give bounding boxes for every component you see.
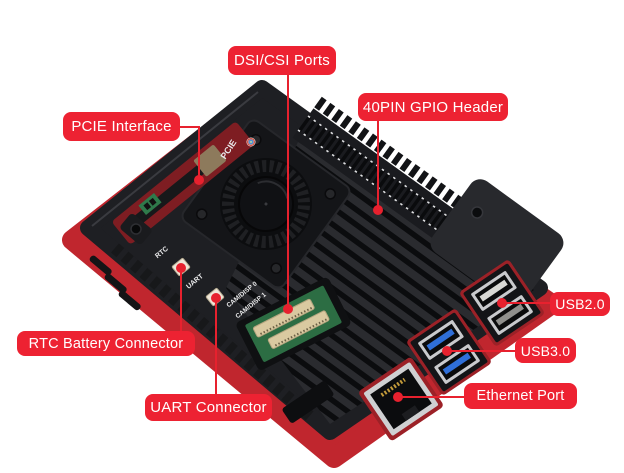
usb3-target-dot [442,346,452,356]
side-vent-slots [89,255,141,311]
usb3-callout: USB3.0 [515,338,576,363]
uart-target-dot [211,293,221,303]
uart-connector-callout: UART Connector [145,394,272,421]
dsi-csi-ports-callout: DSI/CSI Ports [228,46,336,75]
case-corner-block [430,179,564,307]
dsi-csi-port-area [236,277,351,370]
usb2-target-dot [497,298,507,308]
ethernet-port-callout: Ethernet Port [464,383,577,409]
rtc-battery-callout: RTC Battery Connector [17,331,195,356]
pcie-interface-callout: PCIE Interface [63,112,180,141]
cam-disp-1-connector [267,310,330,349]
fan-screw [270,262,282,275]
fan-screw [324,188,337,200]
pcie-connector [193,145,226,177]
rainbow-logo-icon [246,137,256,147]
pcie-target-dot [194,175,204,185]
case-edge-highlight [91,91,259,227]
fan-blades [222,160,310,248]
left-corner-screw-block [120,213,152,245]
bottom-recess [282,381,334,423]
rtc-target-dot [176,263,186,273]
gpio-target-dot [373,205,383,215]
callout-leaders [180,74,551,398]
cam-disp-0-connector [252,298,315,338]
gpio-header-callout: 40PIN GPIO Header [358,93,508,121]
dsi-csi-target-dot [283,304,293,314]
pcb-fragment [138,193,162,215]
ethernet-target-dot [393,392,403,402]
callout-dots [176,175,507,402]
pcie-leader-line [180,126,200,178]
usb2-callout: USB2.0 [550,292,610,316]
edge-teeth-bottom-left [111,243,316,423]
fan-screw [195,208,208,220]
corner-screw [470,206,484,219]
